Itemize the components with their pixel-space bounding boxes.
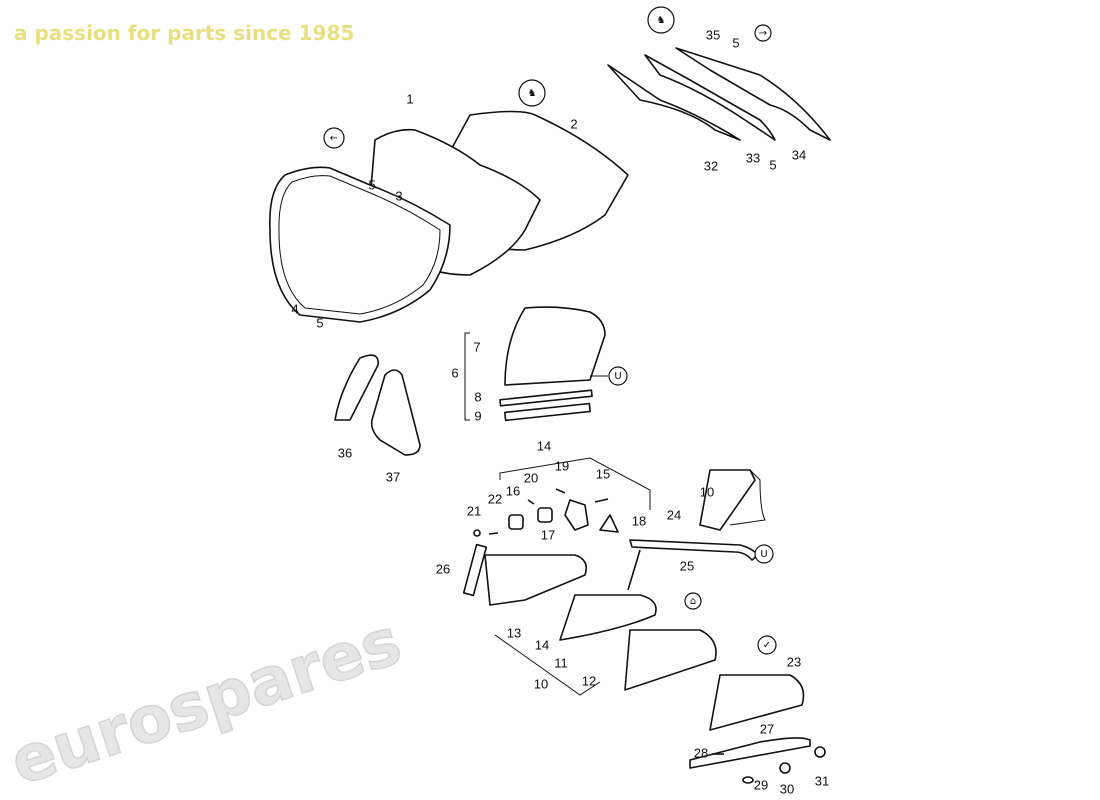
quarter-window-12[interactable]	[624, 629, 717, 691]
callout: 32	[704, 158, 718, 173]
plug-16[interactable]	[508, 514, 524, 530]
svg-text:⌂: ⌂	[690, 596, 696, 607]
screw-22[interactable]	[488, 532, 499, 535]
callout: 30	[780, 781, 794, 796]
symbols: ← ♞ ♞ → U U ⌂ ✓	[323, 6, 777, 655]
windshield-assembly	[268, 47, 831, 323]
svg-text:←: ←	[330, 133, 338, 144]
rear-window-33[interactable]	[644, 54, 776, 141]
channel-8[interactable]	[499, 389, 593, 407]
callout: 7	[473, 339, 480, 354]
callout: 15	[596, 466, 610, 481]
latch-bracket[interactable]	[564, 499, 589, 531]
seal-25[interactable]	[627, 549, 641, 591]
callout: 10	[534, 676, 548, 691]
u-symbol-icon: U	[754, 544, 774, 564]
callout: 8	[474, 389, 481, 404]
callout: 12	[582, 673, 596, 688]
watermark-tagline: a passion for parts since 1985	[14, 21, 354, 45]
callout: 26	[436, 561, 450, 576]
callout: 6	[451, 365, 458, 380]
screw-20[interactable]	[527, 499, 535, 505]
callout: 11	[554, 655, 568, 670]
callout: 5	[769, 157, 776, 172]
callout: 13	[507, 625, 521, 640]
callout: 17	[541, 527, 555, 542]
callout: 18	[632, 513, 646, 528]
svg-text:→: →	[759, 28, 767, 39]
clip-30[interactable]	[779, 762, 791, 774]
screw-19[interactable]	[555, 488, 566, 494]
callout: 29	[754, 777, 768, 792]
washer-21[interactable]	[473, 529, 481, 537]
svg-text:U: U	[760, 549, 767, 560]
callout: 33	[746, 150, 760, 165]
callout: 37	[386, 469, 400, 484]
callout: 3	[395, 188, 402, 203]
svg-text:♞: ♞	[528, 88, 537, 99]
cabriolet-icon: ♞	[518, 79, 546, 107]
callout: 1	[406, 91, 413, 106]
plate-18[interactable]	[599, 514, 619, 533]
callout: 19	[555, 458, 569, 473]
callout: 23	[787, 654, 801, 669]
callout: 25	[680, 558, 694, 573]
door-glass-7[interactable]	[504, 306, 606, 386]
svg-text:♞: ♞	[657, 15, 666, 26]
seal-24[interactable]	[629, 539, 759, 561]
quarter-window-23[interactable]	[709, 674, 805, 731]
callout: 5	[732, 35, 739, 50]
callout: 14	[535, 637, 549, 652]
rear-window-32[interactable]	[607, 64, 741, 141]
screw-15[interactable]	[594, 498, 609, 503]
svg-text:✓: ✓	[763, 640, 771, 651]
callout: 16	[506, 483, 520, 498]
door-window-assembly	[334, 306, 608, 456]
callout: 21	[467, 503, 481, 518]
svg-text:U: U	[614, 371, 621, 382]
channel-9[interactable]	[504, 402, 591, 422]
rear-window-seal-34[interactable]	[675, 47, 831, 141]
arrow-left-icon: ←	[323, 127, 345, 149]
callout: 27	[760, 721, 774, 736]
nut-29[interactable]	[742, 776, 754, 784]
callout: 28	[694, 745, 708, 760]
callout: 35	[706, 27, 720, 42]
callout: 14	[537, 438, 551, 453]
callout: 31	[815, 773, 829, 788]
callout: 5	[368, 177, 375, 192]
callout: 22	[488, 491, 502, 506]
quarter-frame-13[interactable]	[484, 554, 588, 606]
coupe-icon: ✓	[757, 635, 777, 655]
vent-glass-36[interactable]	[334, 354, 379, 421]
callout: 36	[338, 445, 352, 460]
targa-icon: ⌂	[684, 592, 702, 610]
seal-strip-26[interactable]	[462, 543, 488, 597]
callout: 2	[570, 116, 577, 131]
callout-labels: 1 2 3 5 4 5 35 5 32 33 5 34 7 6 8 9 36 3…	[291, 27, 829, 796]
callout: 4	[291, 301, 298, 316]
watermark-brand: eurospares	[2, 605, 410, 800]
strip-27[interactable]	[689, 737, 811, 769]
u-symbol-icon: U	[608, 366, 628, 386]
cabriolet-icon: ♞	[647, 6, 675, 34]
callout: 10	[700, 484, 714, 499]
quarter-glass-11[interactable]	[559, 594, 657, 641]
windshield-seal-3[interactable]	[268, 166, 451, 323]
callout: 24	[667, 507, 681, 522]
quarter-window-assembly	[462, 457, 826, 784]
callout: 9	[474, 408, 481, 423]
callout: 34	[792, 147, 806, 162]
knob[interactable]	[537, 507, 553, 523]
callout: 20	[524, 470, 538, 485]
callout: 5	[316, 315, 323, 330]
arrow-right-icon: →	[754, 24, 772, 42]
clip-31[interactable]	[814, 746, 826, 758]
quarter-window-10[interactable]	[699, 469, 756, 531]
vent-seal-37[interactable]	[370, 369, 421, 456]
